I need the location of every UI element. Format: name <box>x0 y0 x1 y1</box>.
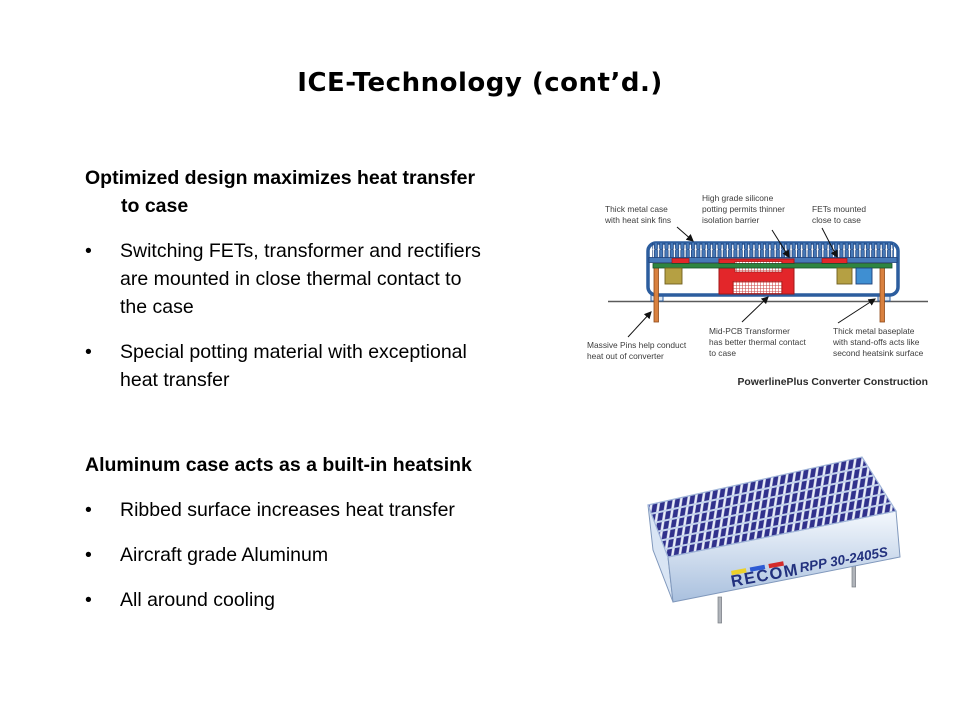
logo-bar-blue <box>749 564 766 572</box>
list-item: • Ribbed surface increases heat transfer <box>85 496 571 524</box>
label-potting-line: potting permits thinner <box>702 204 785 214</box>
bullet-text: Switching FETs, transformer and rectifie… <box>120 237 481 321</box>
label-fets-line: close to case <box>812 215 861 225</box>
section1-heading-line1: Optimized design maximizes heat transfer <box>85 167 476 189</box>
label-baseplate-line: Thick metal baseplate <box>833 326 915 336</box>
label-potting-line: isolation barrier <box>702 215 759 225</box>
label-case-line: with heat sink fins <box>604 215 671 225</box>
list-item: • Special potting material with exceptio… <box>85 338 571 394</box>
fin-row-grooves <box>651 465 892 551</box>
logo-bar-yellow <box>731 568 747 576</box>
section1-heading-line2: to case <box>121 195 189 217</box>
label-fets-line: FETs mounted <box>812 204 866 214</box>
label-potting-line: High grade silicone <box>702 193 774 203</box>
section1-heading: Optimized design maximizes heat transfer… <box>85 164 571 220</box>
bullet-line: the case <box>120 296 194 318</box>
pcb <box>652 263 893 269</box>
pin-left <box>653 264 659 323</box>
component-blue-right <box>855 267 873 285</box>
bullet-marker: • <box>85 341 92 363</box>
heatsink-fins <box>652 243 894 259</box>
transformer-winding-bottom <box>732 281 783 294</box>
bullet-marker: • <box>85 589 92 611</box>
bullet-marker: • <box>85 240 92 262</box>
bullet-text: Aircraft grade Aluminum <box>120 544 329 566</box>
text-column: Optimized design maximizes heat transfer… <box>85 164 571 614</box>
label-pins-line: Massive Pins help conduct <box>587 340 687 350</box>
list-item: • Switching FETs, transformer and rectif… <box>85 237 571 321</box>
diagram-labels: Thick metal case with heat sink fins Hig… <box>587 193 924 361</box>
converter-construction-diagram: Thick metal case with heat sink fins Hig… <box>587 193 928 388</box>
page-title: ICE-Technology (cont’d.) <box>297 68 663 98</box>
list-item: • All around cooling <box>85 586 571 614</box>
pin-right <box>879 264 885 323</box>
bullet-line: are mounted in close thermal contact to <box>120 268 462 290</box>
bullet-text: Ribbed surface increases heat transfer <box>120 499 455 521</box>
bullet-text: All around cooling <box>120 589 276 611</box>
section2-heading: Aluminum case acts as a built-in heatsin… <box>85 454 472 476</box>
label-baseplate-line: second heatsink surface <box>833 348 924 358</box>
label-pins-line: heat out of converter <box>587 351 664 361</box>
fet-left <box>671 258 690 264</box>
component-tan-right <box>836 267 853 285</box>
bullet-marker: • <box>85 544 92 566</box>
logo-bar-red <box>768 561 784 569</box>
fet-right <box>821 258 848 264</box>
bullet-marker: • <box>85 499 92 521</box>
list-item: • Aircraft grade Aluminum <box>85 541 571 569</box>
bullet-text: Special potting material with exceptiona… <box>120 338 467 394</box>
product-pin-left <box>717 596 722 624</box>
component-tan-left <box>664 267 683 285</box>
bullet-line: Special potting material with exceptiona… <box>120 341 467 363</box>
label-transformer-line: Mid-PCB Transformer <box>709 326 790 336</box>
product-photo-recom-module: RECOM RPP 30-2405S <box>647 456 901 624</box>
label-case-line: Thick metal case <box>605 204 668 214</box>
label-transformer-line: to case <box>709 348 736 358</box>
bullet-line: Switching FETs, transformer and rectifie… <box>120 240 481 262</box>
label-transformer-line: has better thermal contact <box>709 337 807 347</box>
label-baseplate-line: with stand-offs acts like <box>832 337 920 347</box>
diagram-caption: PowerlinePlus Converter Construction <box>737 377 928 388</box>
annotation-arrows <box>627 226 876 338</box>
bullet-line: heat transfer <box>120 369 230 391</box>
